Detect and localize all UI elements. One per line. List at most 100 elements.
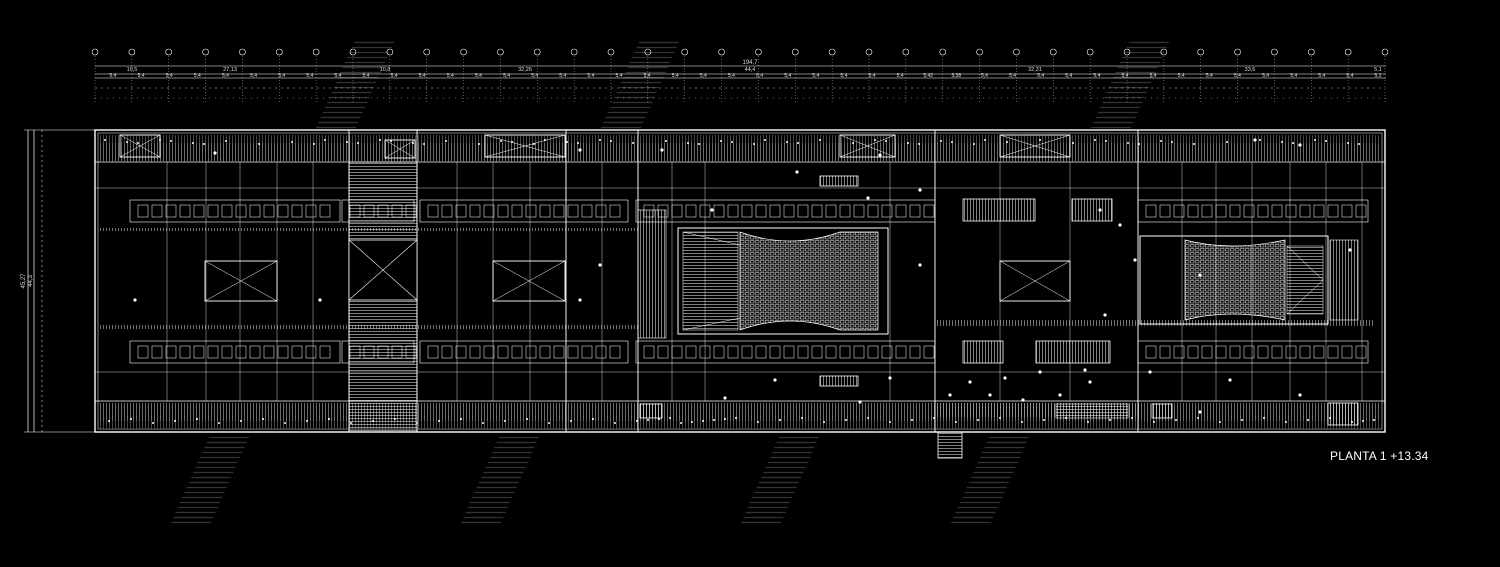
room-cell [1187, 345, 1199, 359]
plant-mark [577, 142, 579, 144]
void-cross [839, 134, 896, 158]
plant-mark [346, 141, 348, 143]
plant-mark [1351, 421, 1353, 423]
room-cell [713, 204, 725, 218]
room-cell [377, 204, 389, 218]
furniture-dot [1021, 398, 1025, 402]
room-cell [483, 345, 495, 359]
furniture-dot [723, 396, 727, 400]
plant-mark [614, 422, 616, 424]
room-cell [455, 345, 467, 359]
room-cell [671, 204, 683, 218]
furniture-dot [1098, 208, 1102, 212]
plant-mark [665, 140, 667, 142]
plant-mark [240, 420, 242, 422]
room-cell [811, 345, 823, 359]
furniture-dot [878, 153, 882, 157]
room-cell [713, 345, 725, 359]
furniture-dot [1253, 138, 1257, 142]
plant-mark [1171, 141, 1173, 143]
plant-mark [797, 142, 799, 144]
room-cell [1299, 345, 1311, 359]
plant-mark [687, 142, 689, 144]
plant-mark [907, 142, 909, 144]
plant-mark [1094, 139, 1096, 141]
plant-mark [1043, 419, 1045, 421]
room-block [1071, 198, 1113, 222]
plant-mark [306, 420, 308, 422]
module-dimension: 5,42 [923, 73, 933, 79]
plant-mark [159, 139, 161, 141]
void-opening [839, 134, 896, 158]
plant-mark [786, 141, 788, 143]
ghost-band [950, 435, 1030, 525]
void-cross [119, 134, 161, 158]
room-cell [1327, 204, 1339, 218]
void-cross [999, 134, 1071, 158]
room-cell [249, 345, 261, 359]
room-cell [469, 345, 481, 359]
plant-mark [1285, 421, 1287, 423]
module-dimension: 5,4 [672, 73, 679, 79]
room-cell [867, 345, 879, 359]
furniture-dot [710, 208, 714, 212]
room-cell [151, 345, 163, 359]
plant-mark [313, 143, 315, 145]
module-dimension: 5,4 [1065, 73, 1072, 79]
grid-axis-bubble [1307, 48, 1315, 56]
ghost-band [315, 40, 395, 130]
module-dimension: 5,4 [644, 73, 651, 79]
room-block [639, 403, 663, 419]
room-cell [769, 345, 781, 359]
module-dimension: 5,4 [1037, 73, 1044, 79]
room-cell [895, 345, 907, 359]
room-cell [755, 345, 767, 359]
room-cell [825, 204, 837, 218]
room-cell [1187, 204, 1199, 218]
plant-mark [1131, 417, 1133, 419]
module-dimension: 5,4 [250, 73, 257, 79]
ghost-band [460, 435, 540, 525]
furniture-dot [1228, 378, 1232, 382]
room-block [819, 175, 859, 187]
plant-mark [1197, 417, 1199, 419]
plant-mark [1325, 140, 1327, 142]
room-cell [609, 345, 621, 359]
room-block [962, 340, 1004, 364]
plant-mark [1039, 139, 1041, 141]
furniture-dot [1038, 370, 1042, 374]
plant-mark [1241, 419, 1243, 421]
room-strip [1137, 340, 1369, 364]
plant-mark [170, 140, 172, 142]
grid-axis-bubble [128, 48, 136, 56]
plant-mark [724, 418, 726, 420]
room-block [962, 198, 1036, 222]
grid-axis-bubble [1234, 48, 1241, 56]
plant-mark [698, 143, 700, 145]
grid-axis-bubble [497, 48, 504, 56]
room-cell [581, 345, 593, 359]
ghost-bands [170, 40, 1170, 525]
furniture-dot [866, 196, 870, 200]
module-dimension: 5,4 [728, 73, 735, 79]
room-cell [643, 345, 655, 359]
plant-mark [284, 422, 286, 424]
plant-mark [1138, 143, 1140, 145]
room-cell [909, 345, 921, 359]
room-cell [277, 345, 289, 359]
plant-mark [764, 139, 766, 141]
plant-mark [1021, 421, 1023, 423]
plant-mark [1347, 142, 1349, 144]
furniture-dot [133, 298, 137, 302]
room-cell [1243, 204, 1255, 218]
furniture-dot [1148, 370, 1152, 374]
module-dimension: 5,4 [1318, 73, 1325, 79]
room-cell [1257, 204, 1269, 218]
furniture-dot [318, 298, 322, 302]
room-strip [129, 199, 341, 223]
room-strip [1137, 199, 1369, 223]
module-dimension: 5,4 [616, 73, 623, 79]
module-dimension: 5,4 [700, 73, 707, 79]
room-cell [609, 204, 621, 218]
auditorium-secondary [1139, 235, 1329, 325]
